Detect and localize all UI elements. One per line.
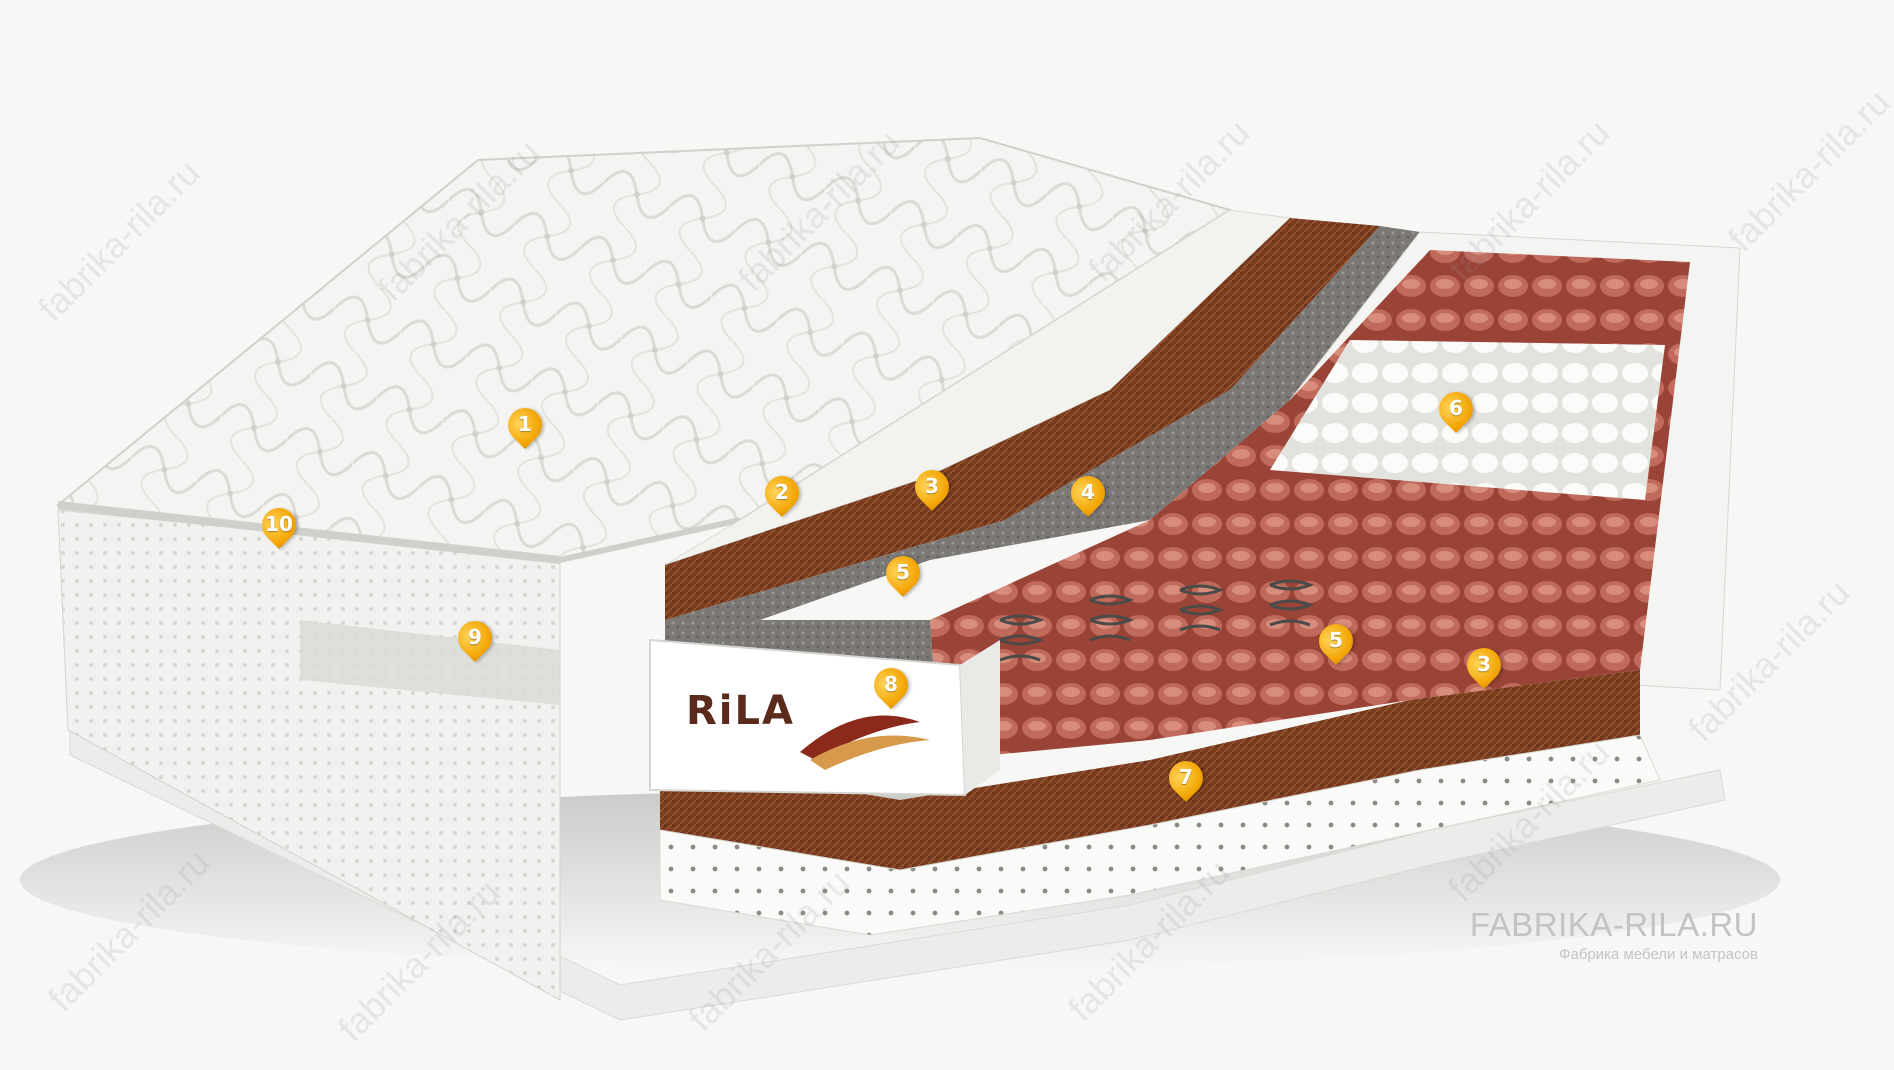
marker-5[interactable]: 5 [878, 548, 928, 600]
marker-label: 6 [1449, 396, 1463, 420]
marker-label: 5 [1329, 628, 1343, 652]
marker-10[interactable]: 10 [254, 500, 304, 552]
site-title: FABRIKA-RILA.RU [1469, 906, 1758, 943]
layer-coir-bottom [660, 670, 1640, 870]
marker-5-lower[interactable]: 5 [1311, 616, 1361, 668]
marker-label: 9 [468, 625, 482, 649]
marker-9[interactable]: 9 [450, 613, 500, 665]
marker-3[interactable]: 3 [907, 462, 957, 514]
marker-8[interactable]: 8 [866, 660, 916, 712]
marker-label: 2 [775, 480, 789, 504]
ventilation-band [300, 620, 560, 705]
site-subtitle: Фабрика мебели и матрасов [1559, 946, 1758, 963]
layer-coir-top [665, 218, 1380, 620]
marker-label: 1 [518, 412, 532, 436]
marker-1[interactable]: 1 [500, 400, 550, 452]
layer-grey-felt [665, 226, 1420, 660]
marker-label: 4 [1081, 480, 1095, 504]
marker-label: 5 [896, 560, 910, 584]
marker-label: 8 [884, 672, 898, 696]
marker-label: 7 [1179, 765, 1193, 789]
marker-label: 3 [1477, 652, 1491, 676]
marker-label: 3 [925, 474, 939, 498]
marker-4[interactable]: 4 [1063, 468, 1113, 520]
marker-7[interactable]: 7 [1161, 753, 1211, 805]
site-caption: FABRIKA-RILA.RU Фабрика мебели и матрасо… [1458, 906, 1758, 963]
marker-2[interactable]: 2 [757, 468, 807, 520]
logo-swoosh [800, 715, 920, 760]
marker-label: 10 [265, 512, 293, 536]
brand-logo: RiLA [686, 688, 795, 734]
layer-latex [659, 734, 1661, 936]
marker-3-lower[interactable]: 3 [1459, 640, 1509, 692]
metal-coils [999, 579, 1315, 662]
marker-6[interactable]: 6 [1431, 384, 1481, 436]
